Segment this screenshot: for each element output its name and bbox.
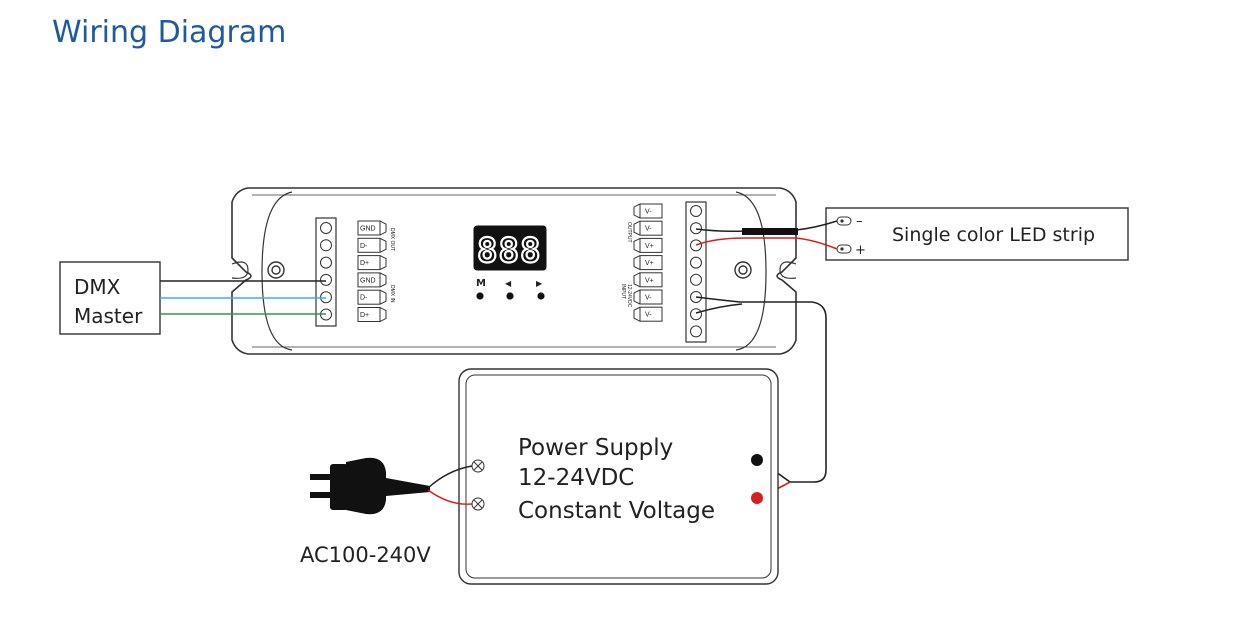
decoder-right-cap xyxy=(735,191,767,351)
input-label: INPUT xyxy=(620,284,626,299)
ps-positive-terminal xyxy=(751,492,763,504)
left-pin-5: D+ xyxy=(357,307,387,322)
left-pin-label: D- xyxy=(360,243,368,250)
right-button[interactable] xyxy=(537,292,545,300)
ac-wires xyxy=(427,465,473,505)
right-pin-1: V- xyxy=(633,220,663,236)
output-wires xyxy=(695,220,838,250)
dmx-in-label: DMX IN xyxy=(389,285,395,303)
terminal-hole xyxy=(690,239,702,252)
right-pin-4: V+ xyxy=(633,272,663,288)
output-label: OUTPUT xyxy=(626,222,632,243)
input-voltage-label: 12-24VDC xyxy=(626,284,632,308)
right-pin-6: V- xyxy=(633,306,663,322)
terminal-hole xyxy=(690,308,702,321)
right-pin-0: V- xyxy=(633,203,663,219)
right-pin-label: V+ xyxy=(645,243,654,250)
terminal-hole xyxy=(690,325,702,338)
dmx-master-line2: Master xyxy=(74,304,143,328)
display-digits: 888 xyxy=(477,231,541,271)
left-pin-label: D+ xyxy=(360,260,369,267)
screw-icon xyxy=(267,261,285,279)
right-pin-5: V- xyxy=(633,289,663,305)
screw-icon xyxy=(734,261,752,279)
terminal-hole xyxy=(320,239,332,252)
page-title: Wiring Diagram xyxy=(52,15,286,50)
terminal-hole xyxy=(690,205,702,217)
power-supply-line1: Power Supply xyxy=(518,435,673,461)
ac-terminal-screw-icon xyxy=(471,497,485,511)
left-pin-2: D+ xyxy=(357,255,387,271)
led-display: 888 xyxy=(473,225,547,272)
right-pin-label: V- xyxy=(645,312,652,319)
left-pin-4: D- xyxy=(357,289,387,305)
dmx-decoder xyxy=(231,187,797,355)
power-supply-line2: 12-24VDC xyxy=(518,465,634,491)
left-pin-label: GND xyxy=(360,226,376,233)
dmx-master-box: DMX Master xyxy=(59,261,161,335)
left-terminal-block: GND D- D+ GND D- D+ DMX OUT DMX IN xyxy=(315,217,395,327)
right-button-label: ▶ xyxy=(536,279,543,288)
right-pin-label: V+ xyxy=(645,277,654,284)
m-button[interactable] xyxy=(476,292,484,300)
decoder-outline xyxy=(231,187,797,355)
control-buttons: M ◀ ▶ xyxy=(476,278,545,300)
led-minus-label: – xyxy=(856,214,863,229)
left-pin-label: D- xyxy=(360,295,368,302)
dmx-out-label: DMX OUT xyxy=(389,228,395,251)
terminal-hole xyxy=(690,222,702,235)
decoder-left-cap xyxy=(261,191,293,351)
power-supply-line3: Constant Voltage xyxy=(518,498,715,524)
ac-plug-icon xyxy=(310,457,430,515)
left-pin-label: GND xyxy=(360,277,376,284)
right-terminal-block: V- V- V+ V+ V+ V- V- OUTPUT INPUT 12-24VDC xyxy=(620,201,707,343)
left-pin-label: D+ xyxy=(360,312,369,319)
left-pin-3: GND xyxy=(357,272,387,288)
terminal-hole xyxy=(690,256,702,269)
terminal-hole xyxy=(320,273,332,286)
power-supply-box: Power Supply 12-24VDC Constant Voltage xyxy=(458,368,779,585)
right-pin-label: V+ xyxy=(645,260,654,267)
ps-negative-terminal xyxy=(751,454,763,466)
left-pin-1: D- xyxy=(357,237,387,253)
ac-terminal-screw-icon xyxy=(471,459,485,473)
right-pin-2: V+ xyxy=(633,237,663,253)
left-button[interactable] xyxy=(506,292,514,300)
led-strip-box: Single color LED strip – + xyxy=(825,207,1129,261)
heat-shrink-sleeve xyxy=(742,228,798,235)
ac-input-label: AC100-240V xyxy=(300,543,431,567)
dmx-master-line1: DMX xyxy=(74,275,121,299)
right-pin-label: V- xyxy=(645,295,652,302)
left-button-label: ◀ xyxy=(505,279,512,288)
led-plus-label: + xyxy=(855,243,866,258)
left-pin-0: GND xyxy=(357,220,387,236)
terminal-hole xyxy=(690,273,702,286)
led-strip-label: Single color LED strip xyxy=(892,224,1095,246)
m-button-label: M xyxy=(476,278,486,289)
terminal-hole xyxy=(320,222,332,234)
dmx-wires xyxy=(160,280,326,315)
right-pin-3: V+ xyxy=(633,255,663,271)
terminal-hole xyxy=(320,256,332,269)
right-pin-label: V- xyxy=(645,209,652,216)
right-pin-label: V- xyxy=(645,226,652,233)
